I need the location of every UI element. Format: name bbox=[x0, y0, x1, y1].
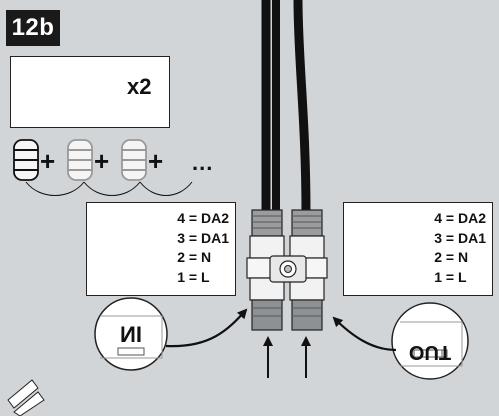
plus-sign-1: + bbox=[40, 146, 55, 176]
plus-sign-2: + bbox=[94, 146, 109, 176]
mounting-bracket bbox=[269, 255, 307, 283]
ellipsis: ... bbox=[192, 150, 214, 175]
ferrule-row: + + + bbox=[13, 139, 193, 196]
pin-entry: 3 = DA1 bbox=[434, 229, 486, 246]
pin-entry: 2 = N bbox=[434, 249, 469, 265]
pin-entry: 2 = N bbox=[177, 249, 212, 265]
pin-table-left: 4 = DA2 3 = DA1 2 = N 1 = L bbox=[86, 202, 236, 296]
magnifier-out bbox=[391, 302, 469, 380]
cable-stubs bbox=[7, 379, 45, 416]
ferrule-grey-2 bbox=[121, 139, 147, 181]
ferrule-black bbox=[13, 139, 39, 181]
pin-entry: 4 = DA2 bbox=[434, 210, 486, 226]
pin-entry: 1 = L bbox=[177, 268, 210, 285]
connector-in bbox=[246, 209, 288, 331]
plus-sign-3: + bbox=[148, 146, 163, 176]
ferrule-grey-1 bbox=[67, 139, 93, 181]
pin-entry: 1 = L bbox=[434, 268, 467, 285]
pin-list-right: 4 = DA2 3 = DA1 2 = N 1 = L bbox=[434, 209, 486, 287]
in-label-magnified: IN bbox=[120, 322, 142, 347]
cable-quantity: x2 bbox=[127, 74, 152, 99]
pin-list-left: 4 = DA2 3 = DA1 2 = N 1 = L bbox=[177, 209, 229, 287]
pin-entry: 3 = DA1 bbox=[177, 229, 229, 246]
step-label: 12b bbox=[6, 10, 60, 46]
pin-entry: 4 = DA2 bbox=[177, 210, 229, 226]
pin-table-right: 4 = DA2 3 = DA1 2 = N 1 = L bbox=[343, 202, 493, 296]
out-label-magnified: OUT bbox=[409, 341, 451, 363]
cable-box bbox=[10, 56, 170, 128]
curved-arrow-left bbox=[165, 308, 248, 348]
magnifier-in bbox=[94, 297, 168, 371]
curved-arrow-right bbox=[332, 316, 397, 352]
cables bbox=[261, 0, 311, 215]
